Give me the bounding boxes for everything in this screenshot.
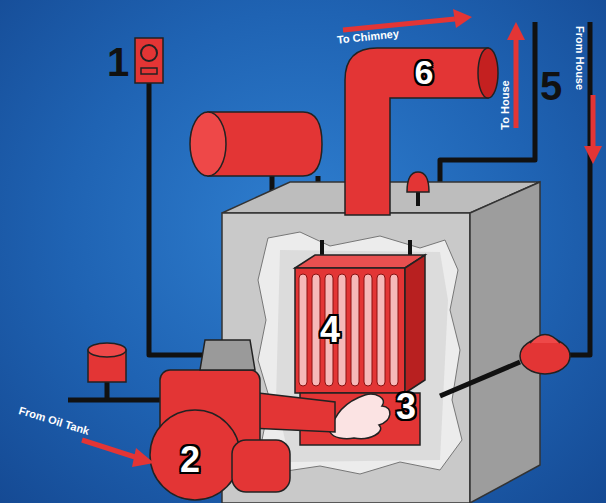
flow-arrows (82, 9, 602, 467)
tube (299, 274, 307, 386)
chimney-arrow (343, 19, 455, 30)
tube (351, 274, 359, 386)
arrow-head (584, 146, 602, 164)
oil-line (68, 398, 168, 403)
flow-label: From Oil Tank (17, 405, 90, 437)
pump-pipe (440, 362, 520, 396)
circulator-pump (520, 338, 570, 374)
to-house-arrow (514, 36, 519, 128)
cutaway (258, 232, 462, 474)
thermostat (135, 38, 163, 83)
relief-valve (407, 172, 429, 192)
burner-gun (250, 392, 335, 432)
callout-number: 3 (396, 389, 416, 425)
arrow-head (132, 448, 154, 467)
blower-housing (150, 410, 240, 500)
flue-end (478, 48, 498, 98)
from-house-arrow (591, 95, 596, 150)
heat-exchanger (295, 268, 405, 393)
tank-end (190, 112, 226, 176)
exchanger-tubes (299, 274, 398, 386)
callout-number: 6 (415, 55, 434, 89)
flow-label: From House (574, 26, 585, 90)
callout-number: 4 (320, 312, 340, 348)
flow-label: To House (500, 80, 511, 129)
callout-number: 5 (540, 66, 562, 106)
tube (312, 274, 320, 386)
callout-number: 2 (180, 442, 200, 478)
exchanger-side (405, 255, 425, 393)
tube (377, 274, 385, 386)
arrow-head (453, 9, 472, 28)
exchanger-top (295, 255, 425, 268)
flame (330, 394, 390, 439)
arrow-head (507, 22, 525, 40)
flue-pipe (345, 48, 488, 215)
thermostat-display (141, 68, 157, 74)
cabinet-front (222, 213, 470, 503)
filter-line (105, 382, 110, 400)
oil-arrow (82, 440, 138, 458)
tube (364, 274, 372, 386)
callout-number: 1 (107, 42, 129, 82)
burner-control (200, 340, 255, 370)
thermostat-dial (141, 45, 157, 61)
pump-top (530, 335, 560, 344)
tube (390, 274, 398, 386)
return-pipe (568, 22, 590, 355)
filter-top (88, 343, 126, 357)
burner-motor (232, 440, 290, 492)
